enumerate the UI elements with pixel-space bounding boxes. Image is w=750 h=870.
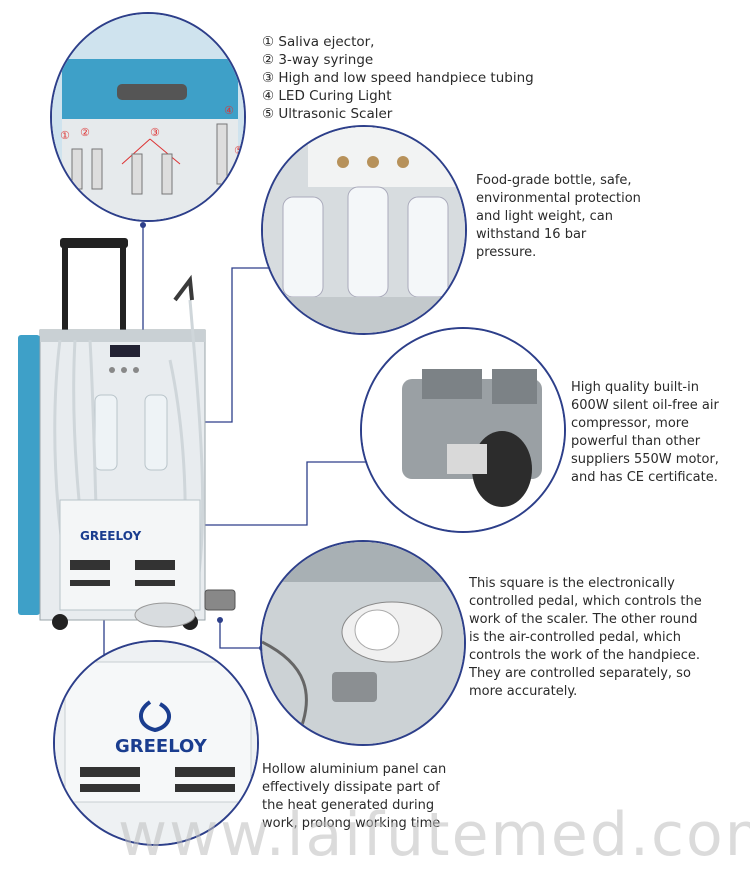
pedal-description: This square is the electronically contro… [469, 576, 702, 699]
brand-logo: GREELOY [115, 736, 208, 757]
compressor-description: High quality built-in 600W silent oil-fr… [571, 380, 719, 485]
compressor-closeup [360, 327, 566, 533]
handpieces-closeup: ① ② ③ ④ ⑤ [50, 12, 246, 222]
handpiece-5: ⑤ Ultrasonic Scaler [262, 106, 393, 122]
pedals-closeup [260, 540, 466, 746]
handpiece-1: ① Saliva ejector, [262, 34, 375, 50]
bottles-closeup [261, 125, 467, 335]
svg-text:GREELOY: GREELOY [80, 529, 141, 543]
bottle-description: Food-grade bottle, safe, environmental p… [476, 173, 641, 260]
callout-1: ① [60, 129, 70, 142]
watermark: www.laifutemed.com [118, 800, 750, 870]
panel-closeup: GREELOY [53, 640, 259, 846]
handpiece-3: ③ High and low speed handpiece tubing [262, 70, 534, 86]
handpiece-4: ④ LED Curing Light [262, 88, 392, 104]
callout-2: ② [80, 126, 90, 139]
panel-description: Hollow aluminium panel can effectively d… [262, 762, 447, 831]
callout-4: ④ [224, 104, 234, 117]
callout-3: ③ [150, 126, 160, 139]
handpiece-2: ② 3-way syringe [262, 52, 374, 68]
handpiece-list: ① Saliva ejector, ② 3-way syringe ③ High… [262, 33, 534, 123]
